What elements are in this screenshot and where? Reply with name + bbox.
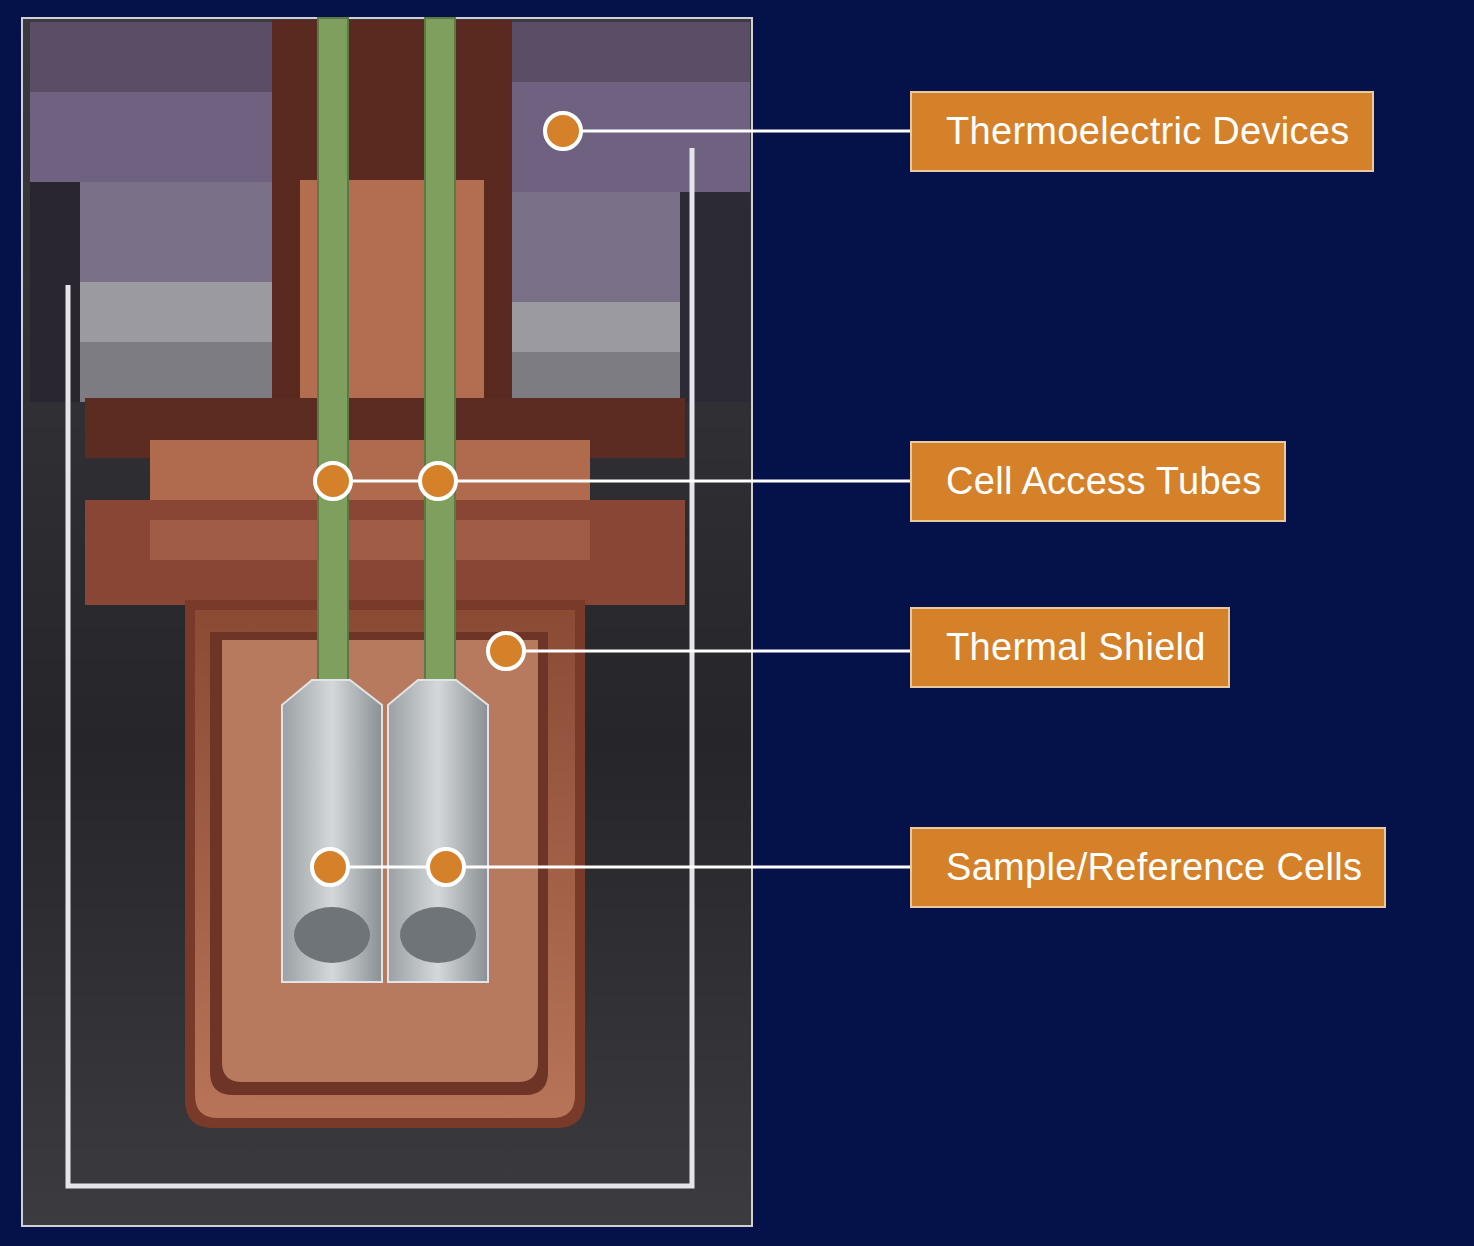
callout-label: Cell Access Tubes bbox=[946, 460, 1262, 503]
reference-cell bbox=[388, 680, 488, 982]
callout-label: Sample/Reference Cells bbox=[946, 846, 1362, 889]
callout-label: Thermal Shield bbox=[946, 626, 1206, 669]
callout-box: Thermal Shield bbox=[910, 607, 1230, 688]
panel bbox=[22, 18, 752, 1226]
callout-box: Sample/Reference Cells bbox=[910, 827, 1386, 908]
callout-box: Cell Access Tubes bbox=[910, 441, 1286, 522]
cell-bottom bbox=[400, 907, 476, 963]
thermoelectric-right bbox=[510, 22, 750, 402]
callout-box: Thermoelectric Devices bbox=[910, 91, 1374, 172]
callout-dots bbox=[312, 113, 581, 885]
copper-block bbox=[85, 20, 685, 605]
thermal-shield-gap bbox=[195, 610, 575, 1118]
access-tube bbox=[425, 18, 455, 698]
cell-bottom bbox=[294, 907, 370, 963]
sample-cell bbox=[282, 680, 382, 982]
callout-label: Thermoelectric Devices bbox=[946, 110, 1350, 153]
container-outline bbox=[68, 148, 692, 1186]
leader-lines bbox=[330, 131, 910, 867]
access-tube bbox=[318, 18, 348, 698]
inner-cavity bbox=[222, 640, 538, 1082]
thermal-shield-outer bbox=[185, 600, 585, 1128]
thermal-shield-inner bbox=[210, 632, 548, 1095]
